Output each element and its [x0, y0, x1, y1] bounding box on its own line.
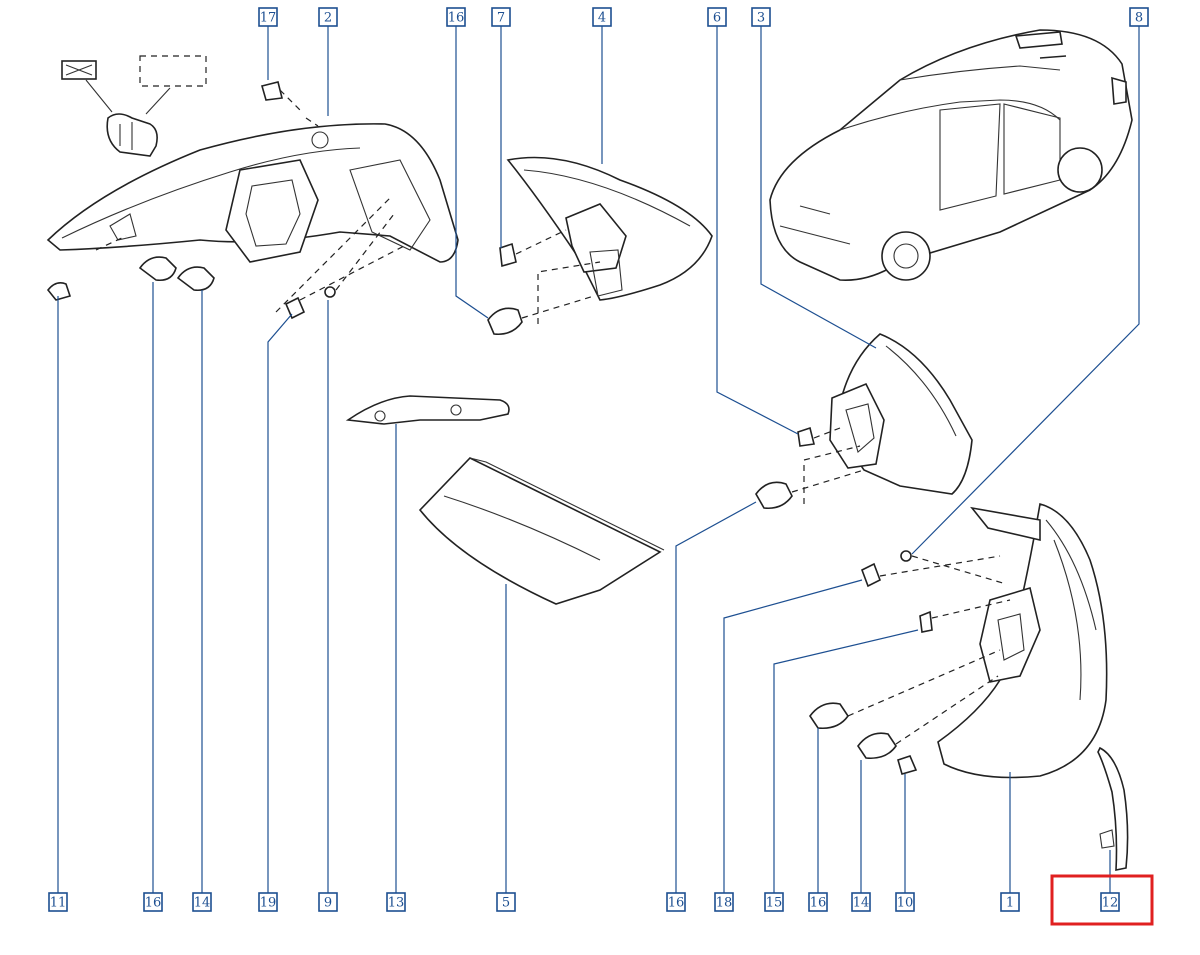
callout-number: 16	[448, 11, 465, 26]
inner-lamp-left	[487, 156, 713, 336]
callout-number: 10	[897, 896, 914, 911]
callout-number: 18	[716, 896, 733, 911]
callout-12: 12	[1100, 892, 1120, 912]
outer-rear-lamp-left	[46, 81, 459, 263]
dashed-assembly-lines-middle	[515, 229, 601, 324]
callout-2: 2	[318, 7, 338, 27]
callout-box	[446, 7, 466, 27]
callout-18: 18	[714, 892, 734, 912]
bulb-socket-top-left	[106, 113, 158, 157]
callout-number: 15	[766, 896, 783, 911]
dashed-assembly-lines-right-lower	[847, 555, 1011, 745]
callout-19: 19	[258, 892, 278, 912]
callout-16: 16	[666, 892, 686, 912]
callout-3: 3	[751, 7, 771, 27]
reflector-strip	[345, 395, 510, 425]
callout-box	[318, 892, 338, 912]
callout-box	[666, 892, 686, 912]
connector-symbol	[61, 55, 207, 115]
callout-box	[1000, 892, 1020, 912]
callout-number: 16	[145, 896, 162, 911]
callout-box	[592, 7, 612, 27]
dashed-assembly-lines-left	[95, 89, 405, 313]
callout-number: 14	[853, 896, 870, 911]
callout-14: 14	[851, 892, 871, 912]
callout-box	[258, 7, 278, 27]
callout-box	[496, 892, 516, 912]
callout-10: 10	[895, 892, 915, 912]
callout-box	[258, 892, 278, 912]
callout-box	[318, 7, 338, 27]
callout-box	[491, 7, 511, 27]
side-trim-strip	[1097, 746, 1129, 871]
callout-box	[192, 892, 212, 912]
callout-7: 7	[491, 7, 511, 27]
callout-16: 16	[808, 892, 828, 912]
callout-number: 13	[388, 896, 405, 911]
bulbs-left-group	[46, 256, 336, 320]
outer-rear-lamp-right	[755, 333, 973, 510]
callout-number: 16	[668, 896, 685, 911]
highlight-frame	[1050, 874, 1154, 926]
callout-6: 6	[707, 7, 727, 27]
callout-box	[1129, 7, 1149, 27]
callout-13: 13	[386, 892, 406, 912]
callout-number: 3	[757, 11, 765, 26]
callout-box	[48, 892, 68, 912]
callout-number: 17	[260, 11, 277, 26]
callout-4: 4	[592, 7, 612, 27]
callout-box	[851, 892, 871, 912]
callout-1: 1	[1000, 892, 1020, 912]
callout-8: 8	[1129, 7, 1149, 27]
callout-number: 2	[324, 11, 332, 26]
callout-box	[751, 7, 771, 27]
callout-number: 19	[260, 896, 277, 911]
callout-number: 1	[1006, 896, 1014, 911]
callout-number: 6	[713, 11, 721, 26]
callout-17: 17	[258, 7, 278, 27]
callout-16: 16	[143, 892, 163, 912]
third-brake-light	[418, 457, 665, 605]
callout-15: 15	[764, 892, 784, 912]
callout-16: 16	[446, 7, 466, 27]
callout-number: 4	[598, 11, 606, 26]
callout-number: 16	[810, 896, 827, 911]
callout-box	[714, 892, 734, 912]
callout-number: 9	[324, 896, 332, 911]
callout-number: 5	[502, 896, 510, 911]
callout-number: 8	[1135, 11, 1143, 26]
callout-box	[1100, 892, 1120, 912]
callout-number: 12	[1102, 896, 1119, 911]
callout-9: 9	[318, 892, 338, 912]
callout-box	[707, 7, 727, 27]
callout-number: 14	[194, 896, 211, 911]
callout-box	[386, 892, 406, 912]
dashed-assembly-lines-right-upper	[791, 427, 865, 504]
car-illustration	[769, 29, 1133, 281]
callout-14: 14	[192, 892, 212, 912]
callout-box	[143, 892, 163, 912]
callout-labels: 17 2 16 7 4 6 3 8 11 16 14 19 9 13 5 16 18 15 16 14 10 1 12	[48, 7, 1149, 912]
callout-11: 11	[48, 892, 68, 912]
callout-box	[808, 892, 828, 912]
callout-5: 5	[496, 892, 516, 912]
callout-number: 11	[50, 896, 67, 911]
callout-number: 7	[497, 11, 505, 26]
inner-lamp-right	[809, 503, 1108, 779]
callout-box	[895, 892, 915, 912]
callout-box	[764, 892, 784, 912]
leader-lines	[57, 26, 1140, 898]
